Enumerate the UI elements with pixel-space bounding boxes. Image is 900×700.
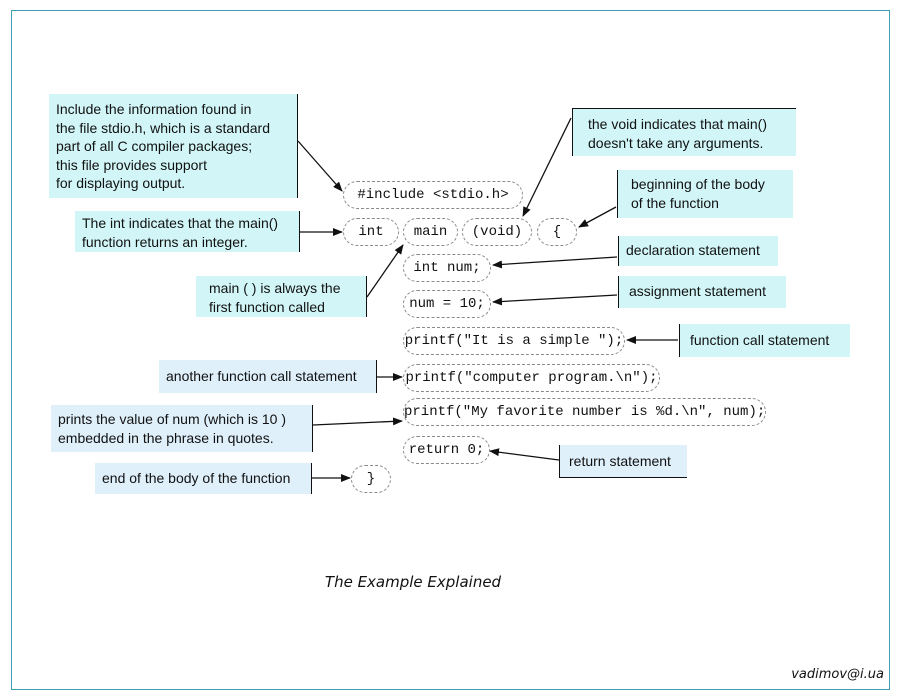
- callout-prints-value: prints the value of num (which is 10 ) e…: [51, 405, 313, 452]
- callout-another-call: another function call statement: [159, 360, 377, 393]
- callout-include-line: for displaying output.: [56, 175, 186, 191]
- callout-return: return statement: [559, 445, 687, 478]
- code-include: #include <stdio.h>: [343, 181, 523, 209]
- callout-body-begin-line: beginning of the body: [631, 176, 765, 192]
- code-printf-2: printf("computer program.\n");: [403, 364, 660, 392]
- arrow-prints-value: [312, 417, 403, 426]
- code-return: return 0;: [403, 436, 490, 464]
- arrow-body-begin: [578, 206, 617, 228]
- callout-function-call-line: function call statement: [690, 332, 830, 348]
- callout-declaration: declaration statement: [618, 236, 778, 266]
- callout-prints-value-line: embedded in the phrase in quotes.: [58, 429, 274, 446]
- callout-another-call-line: another function call statement: [166, 368, 357, 384]
- callout-include: Include the information found in the fil…: [49, 94, 298, 198]
- arrow-return: [489, 448, 560, 461]
- callout-include-line: Include the information found in: [56, 101, 252, 117]
- callout-main-first-line: main ( ) is always the: [209, 280, 341, 296]
- callout-body-end-line: end of the body of the function: [102, 470, 291, 486]
- code-void: (void): [462, 218, 532, 246]
- callout-int: The int indicates that the main() functi…: [75, 211, 300, 252]
- author-credit: vadimov@i.ua: [791, 667, 884, 682]
- callout-include-line: the file stdio.h, which is a standard: [56, 119, 271, 136]
- arrow-include: [297, 140, 343, 192]
- code-assignment: num = 10;: [403, 290, 491, 318]
- callout-body-begin: beginning of the body of the function: [617, 170, 793, 218]
- code-printf-1: printf("It is a simple ");: [403, 327, 625, 355]
- callout-void-line: the void indicates that main(): [588, 116, 767, 132]
- callout-void: the void indicates that main() doesn't t…: [572, 108, 796, 156]
- callout-main-first-line: first function called: [209, 298, 325, 315]
- arrow-main-first: [366, 244, 404, 298]
- callout-function-call: function call statement: [679, 324, 850, 357]
- callout-declaration-line: declaration statement: [626, 242, 760, 258]
- code-main: main: [403, 218, 458, 246]
- callout-int-line: function returns an integer.: [82, 233, 248, 250]
- code-declaration: int num;: [403, 254, 491, 282]
- arrow-assignment: [492, 294, 618, 306]
- code-int: int: [343, 218, 399, 246]
- arrow-void: [522, 117, 572, 217]
- callout-prints-value-line: prints the value of num (which is 10 ): [58, 411, 286, 427]
- callout-body-end: end of the body of the function: [95, 463, 312, 494]
- diagram-caption: The Example Explained: [324, 573, 502, 591]
- callout-return-line: return statement: [569, 453, 671, 469]
- arrow-declaration: [492, 256, 618, 269]
- code-printf-3: printf("My favorite number is %d.\n", nu…: [403, 398, 766, 426]
- callout-assignment-line: assignment statement: [629, 283, 766, 299]
- callout-include-line: part of all C compiler packages;: [56, 138, 253, 154]
- callout-include-line: this file provides support: [56, 156, 207, 173]
- callout-body-begin-line: of the function: [631, 194, 719, 211]
- code-close-brace: }: [351, 465, 391, 493]
- callout-main-first: main ( ) is always the first function ca…: [196, 276, 367, 317]
- callout-assignment: assignment statement: [618, 276, 786, 308]
- callout-void-line: doesn't take any arguments.: [588, 134, 764, 151]
- code-open-brace: {: [537, 218, 577, 246]
- callout-int-line: The int indicates that the main(): [82, 215, 279, 231]
- diagram-frame: [11, 10, 890, 690]
